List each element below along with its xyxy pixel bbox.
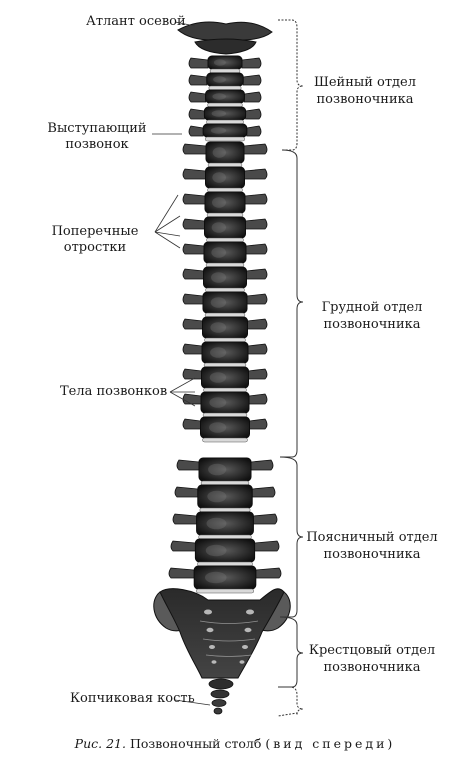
vertebra xyxy=(188,89,262,108)
vertebra xyxy=(182,216,268,243)
brace-coccyx xyxy=(277,686,304,717)
figure-view: (вид спереди) xyxy=(265,736,396,751)
figure-title: Позвоночный столб xyxy=(129,736,262,751)
brace-thoracic xyxy=(280,149,304,458)
vertebra xyxy=(170,538,280,567)
vertebra xyxy=(182,266,268,293)
vertebra xyxy=(188,72,262,91)
pointer-coccyx xyxy=(174,699,211,706)
pointer-atlas xyxy=(174,21,196,27)
figure-number: Рис. 21. xyxy=(74,736,126,751)
label-prominent-line2: позвонок xyxy=(65,137,129,152)
vertebra xyxy=(182,316,268,343)
pointer-transverse-3 xyxy=(154,231,181,237)
region-sacral-line1: Крестцовый отдел xyxy=(308,643,436,658)
region-lumbar-line2: позвоночника xyxy=(323,547,421,562)
vertebra xyxy=(182,366,268,393)
vertebra xyxy=(182,141,268,168)
label-transverse-line2: отростки xyxy=(63,240,127,255)
region-lumbar: Поясничный отдел позвоночника xyxy=(302,529,442,563)
vertebra xyxy=(182,391,268,418)
label-prominent-line1: Выступающий xyxy=(47,121,147,136)
vertebra xyxy=(182,241,268,268)
brace-cervical xyxy=(278,19,304,151)
brace-sacral xyxy=(279,616,304,688)
vertebra xyxy=(182,341,268,368)
vertebral-column xyxy=(153,21,291,632)
vertebra xyxy=(188,106,262,125)
vertebra xyxy=(176,457,274,486)
brace-lumbar xyxy=(279,456,304,618)
pointer-lines xyxy=(152,21,211,706)
label-coccyx: Копчиковая кость xyxy=(70,691,195,706)
vertebra xyxy=(172,511,278,540)
vertebra xyxy=(188,123,262,142)
pointer-bodies-1 xyxy=(169,377,196,393)
axis-vertebra xyxy=(194,38,257,55)
region-thoracic-line1: Грудной отдел xyxy=(321,300,423,315)
vertebra xyxy=(188,55,262,74)
coccyx xyxy=(208,678,234,715)
region-thoracic: Грудной отдел позвоночника xyxy=(302,299,442,333)
vertebra xyxy=(168,565,282,594)
region-braces xyxy=(277,19,304,717)
vertebra xyxy=(182,416,268,443)
label-atlas: Атлант осевой xyxy=(86,14,186,29)
region-sacral: Крестцовый отдел позвоночника xyxy=(302,642,442,676)
pointer-transverse-4 xyxy=(154,231,181,249)
pointer-bodies-3 xyxy=(169,391,196,407)
vertebra xyxy=(182,166,268,193)
label-vertebral-bodies: Тела позвонков xyxy=(60,384,168,399)
atlas-vertebra xyxy=(177,21,273,41)
vertebra xyxy=(174,484,276,513)
region-lumbar-line1: Поясничный отдел xyxy=(306,530,438,545)
region-thoracic-line2: позвоночника xyxy=(323,317,421,332)
figure-caption: Рис. 21. Позвоночный столб (вид спереди) xyxy=(0,736,470,751)
region-sacral-line2: позвоночника xyxy=(323,660,421,675)
region-cervical: Шейный отдел позвоночника xyxy=(295,74,435,108)
sacrum xyxy=(159,588,285,679)
region-cervical-line2: позвоночника xyxy=(316,92,414,107)
label-transverse-line1: Поперечные xyxy=(51,224,139,239)
vertebra xyxy=(182,191,268,218)
pointer-transverse-2 xyxy=(154,215,181,233)
pointer-transverse-1 xyxy=(154,194,179,233)
vertebra xyxy=(182,291,268,318)
region-cervical-line1: Шейный отдел xyxy=(314,75,416,90)
